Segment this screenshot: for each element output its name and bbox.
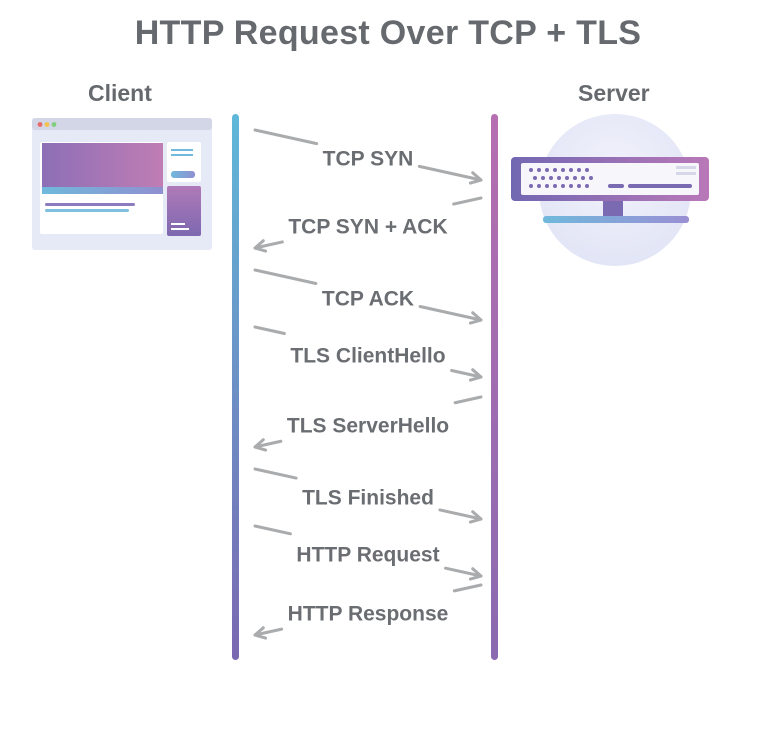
message-arrow bbox=[253, 268, 318, 285]
message-arrow bbox=[452, 583, 483, 593]
message-label: TCP SYN bbox=[323, 148, 414, 171]
message-label: TLS Finished bbox=[302, 487, 434, 510]
arrowhead-left-icon bbox=[253, 239, 268, 253]
message-label: HTTP Request bbox=[296, 544, 439, 567]
message-label: HTTP Response bbox=[288, 603, 449, 626]
message-arrow bbox=[438, 508, 483, 521]
client-label: Client bbox=[88, 80, 152, 106]
message-arrow bbox=[253, 128, 319, 146]
message-arrow bbox=[253, 240, 284, 250]
message-arrow bbox=[444, 566, 483, 578]
arrowhead-right-icon bbox=[468, 567, 483, 581]
message-arrow bbox=[253, 439, 283, 449]
message-arrow bbox=[253, 524, 292, 536]
message-arrow bbox=[452, 196, 483, 206]
server-lifeline bbox=[491, 114, 498, 660]
message-label: TLS ClientHello bbox=[290, 345, 445, 368]
message-arrow bbox=[418, 305, 483, 322]
message-arrow bbox=[453, 395, 483, 405]
arrowhead-right-icon bbox=[468, 510, 483, 524]
message-arrow bbox=[253, 627, 284, 637]
message-arrow bbox=[253, 325, 286, 336]
arrowhead-right-icon bbox=[468, 368, 483, 382]
arrowhead-left-icon bbox=[253, 438, 268, 452]
message-arrow bbox=[417, 164, 483, 182]
message-label: TLS ServerHello bbox=[287, 415, 449, 438]
diagram-title: HTTP Request Over TCP + TLS bbox=[134, 14, 642, 52]
arrowhead-left-icon bbox=[253, 626, 268, 640]
client-lifeline bbox=[232, 114, 239, 660]
server-rack-icon bbox=[511, 114, 709, 266]
message-arrow bbox=[450, 368, 483, 379]
message-label: TCP SYN + ACK bbox=[288, 216, 447, 239]
arrowhead-right-icon bbox=[468, 171, 483, 185]
message-label: TCP ACK bbox=[322, 288, 414, 311]
message-arrow bbox=[253, 467, 298, 480]
browser-window-icon bbox=[32, 118, 212, 250]
server-label: Server bbox=[578, 80, 650, 106]
arrowhead-right-icon bbox=[468, 311, 483, 325]
